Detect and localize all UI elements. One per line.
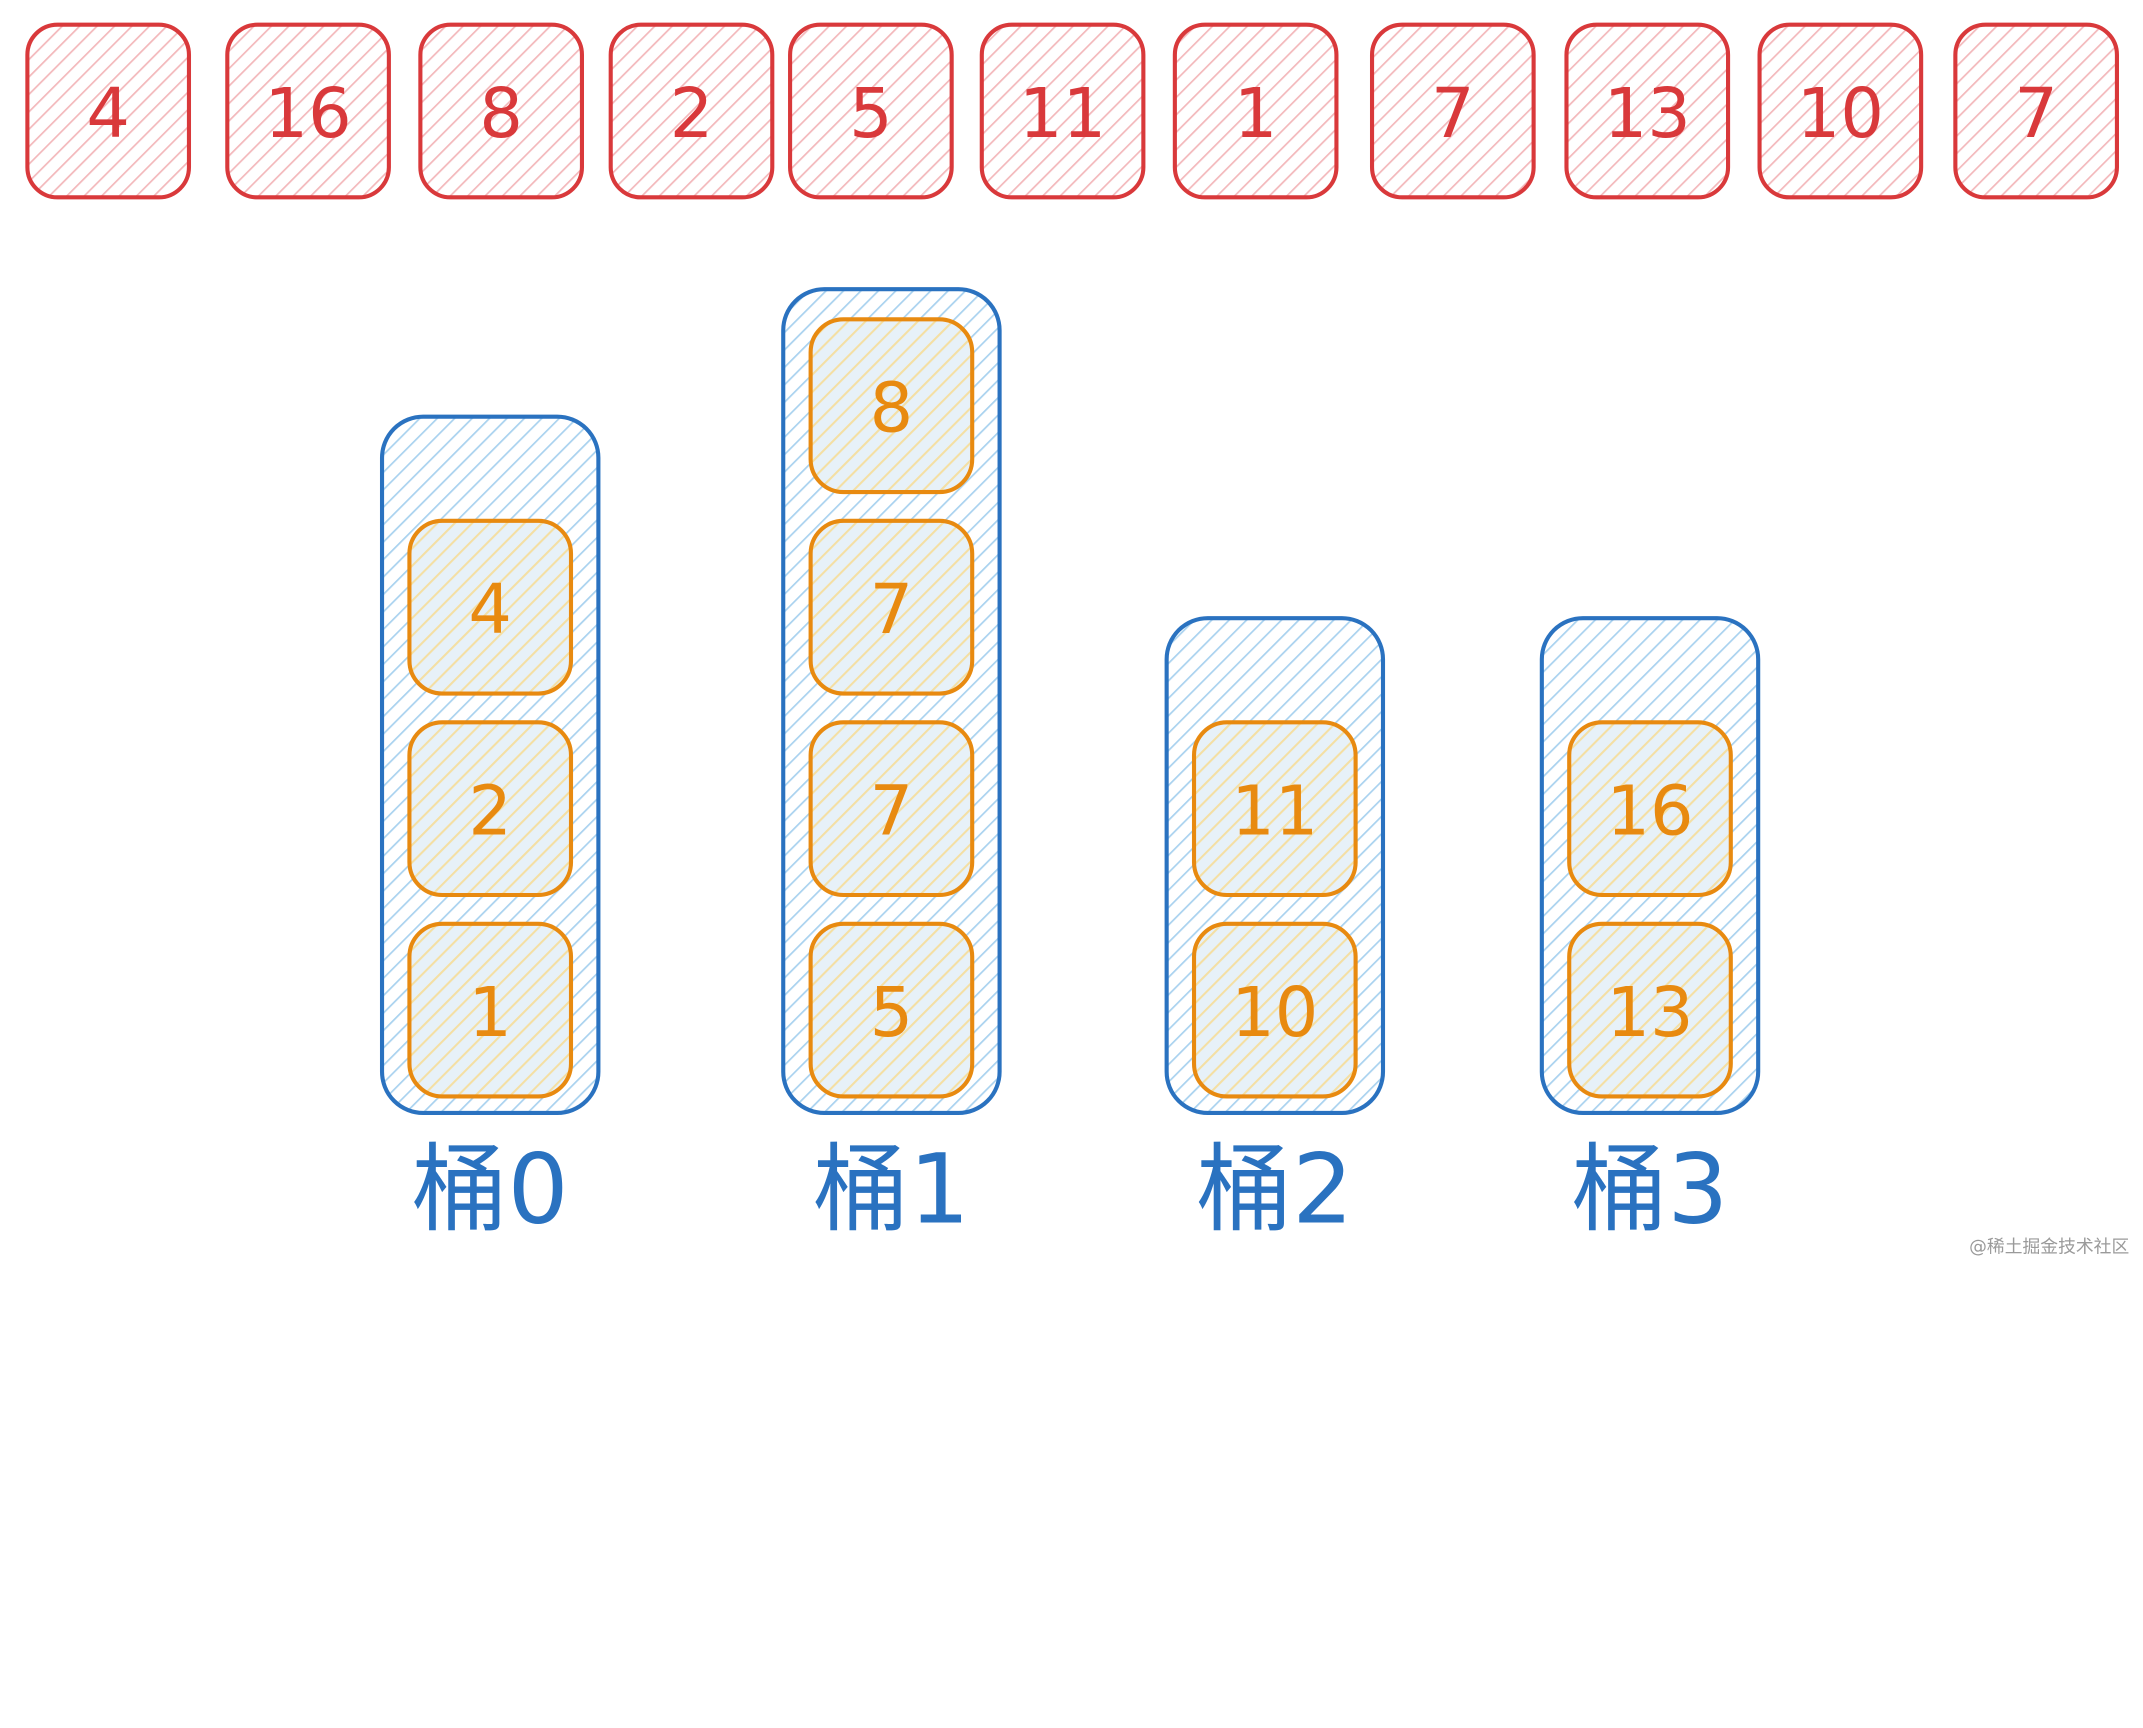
bucket-label: 桶1 [813,1134,970,1246]
input-box-value: 8 [479,74,523,154]
bucket-item-value: 8 [870,368,914,448]
input-box-frame [788,22,954,200]
input-box: 11 [979,22,1146,200]
input-box: 5 [788,22,954,200]
bucket-item-value: 10 [1231,973,1318,1053]
bucket: 11 10 桶2 [1164,616,1386,1246]
bucket-item-frame [808,720,975,898]
bucket: 4 2 1 桶0 [379,414,601,1246]
input-box: 1 [1172,22,1339,200]
bucket-item-frame [1191,720,1358,898]
input-box: 8 [418,22,585,200]
bucket-item-frame [1567,921,1733,1099]
input-box-value: 10 [1797,74,1884,154]
bucket-item-frame [808,518,975,696]
bucket-item-frame [407,518,574,696]
input-box-value: 4 [86,74,130,154]
bucket-item-value: 7 [870,771,914,851]
input-box-frame [1369,22,1536,200]
input-box-frame [225,22,391,200]
input-box-value: 2 [670,74,714,154]
input-box-frame [1757,22,1924,200]
bucket-item-value: 4 [468,570,512,650]
bucket-item-frame [1567,720,1733,898]
input-box-frame [1564,22,1731,200]
input-box-frame [1953,22,2119,200]
bucket-item-value: 11 [1231,771,1318,851]
bucket-label: 桶0 [412,1134,569,1246]
input-box-value: 7 [1431,74,1475,154]
bucket-item: 10 [1191,921,1358,1099]
bucket-item: 1 [407,921,574,1099]
bucket-item: 8 [808,317,975,495]
bucket-item-value: 16 [1606,771,1693,851]
bucket-item-frame [808,317,975,495]
bucket-item: 16 [1567,720,1733,898]
input-box-frame [979,22,1146,200]
buckets-group: 4 2 1 桶0 8 7 7 5 桶1 11 10 桶2 16 13 桶3 [379,287,1761,1246]
bucket-item: 7 [808,518,975,696]
input-box-value: 11 [1019,74,1106,154]
bucket-item: 11 [1191,720,1358,898]
input-box-value: 16 [265,74,352,154]
input-box: 7 [1369,22,1536,200]
bucket-frame [781,287,1002,1115]
bucket-item-frame [808,921,975,1099]
bucket-item-value: 5 [870,973,914,1053]
input-box-value: 7 [2014,74,2058,154]
input-box: 4 [25,22,192,200]
bucket-item-value: 7 [870,570,914,650]
input-box-frame [1172,22,1339,200]
input-box: 10 [1757,22,1924,200]
input-box: 2 [608,22,775,200]
bucket-item: 2 [407,720,574,898]
bucket-item-frame [407,720,574,898]
bucket-item-frame [407,921,574,1099]
bucket-item-value: 1 [468,973,512,1053]
bucket-label: 桶2 [1196,1134,1353,1246]
bucket-item: 13 [1567,921,1733,1099]
bucket-label: 桶3 [1572,1134,1729,1246]
bucket-item-frame [1191,921,1358,1099]
bucket-item: 7 [808,720,975,898]
input-box-frame [25,22,192,200]
input-box: 16 [225,22,391,200]
watermark-text: @稀土掘金技术社区 [1969,1237,2129,1258]
input-box-frame [418,22,585,200]
input-box-value: 1 [1234,74,1278,154]
input-box: 13 [1564,22,1731,200]
bucket: 8 7 7 5 桶1 [781,287,1002,1246]
input-box: 7 [1953,22,2119,200]
input-box-value: 13 [1604,74,1691,154]
bucket-item: 5 [808,921,975,1099]
bucket-item: 4 [407,518,574,696]
bucket-item-value: 2 [468,771,512,851]
input-box-value: 5 [849,74,893,154]
bucket-item-value: 13 [1606,973,1693,1053]
bucket: 16 13 桶3 [1539,616,1761,1246]
input-box-frame [608,22,775,200]
